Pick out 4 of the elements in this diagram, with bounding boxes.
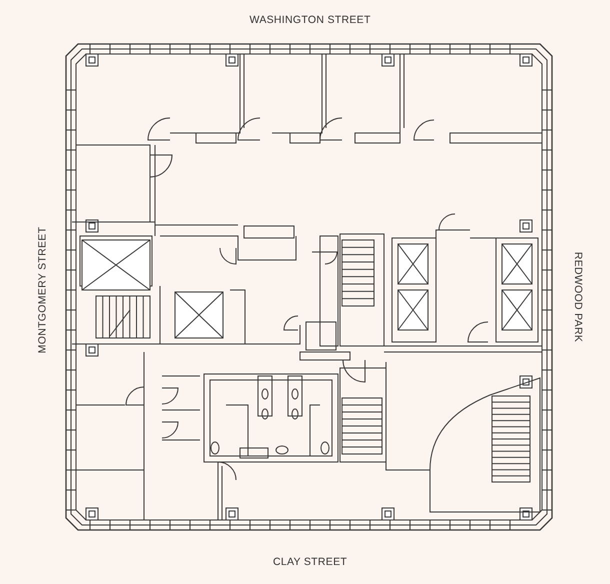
street-label: REDWOOD PARK: [572, 252, 584, 342]
street-label: WASHINGTON STREET: [250, 14, 371, 26]
street-label: MONTGOMERY STREET: [36, 226, 48, 354]
street-label: CLAY STREET: [273, 556, 348, 568]
